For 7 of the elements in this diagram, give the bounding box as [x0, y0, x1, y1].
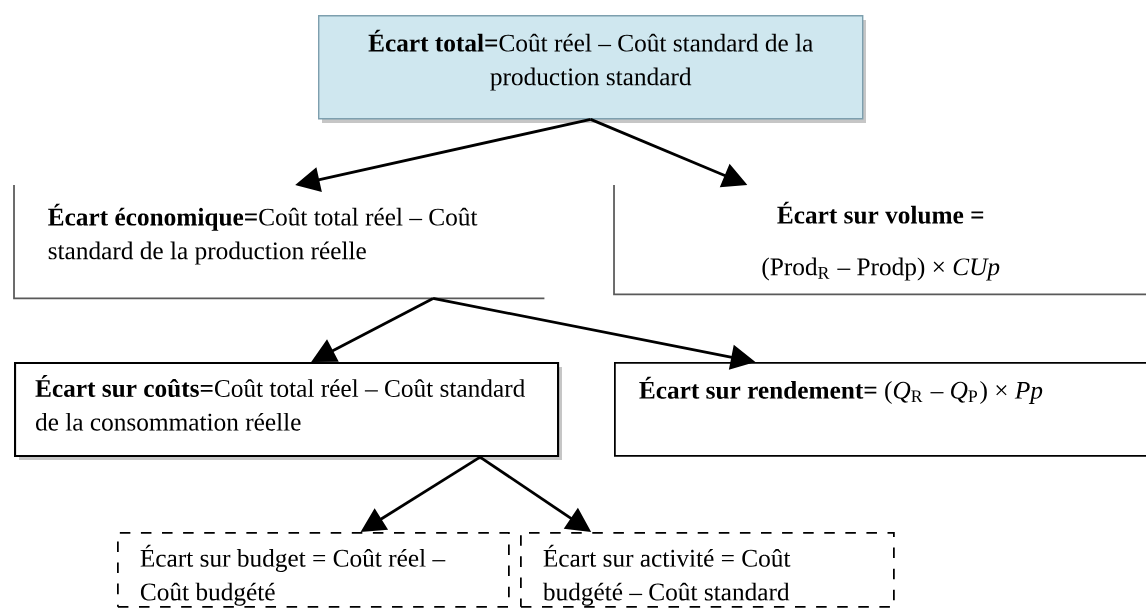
formula-box: Écart total=Coût réel – Coût standard de la production standard: [318, 14, 866, 123]
formula-box: Écart sur volume = (Prod$_{R}$ – Prodp) × CUp: [613, 184, 1146, 296]
formula-box: Écart économique=Coût total réel – Coût standard de la production réelle: [13, 184, 546, 300]
formula-box: Écart sur rendement= (Q$_{R}$ – Q$_{P}$) × Pp: [614, 362, 1146, 457]
formula-box: Écart sur coûts=Coût total réel – Coût standard de la consommation réelle: [14, 362, 562, 460]
formula-box: Écart sur budget = Coût réel – Coût budgété: [117, 532, 510, 608]
formula-box: Écart sur activité = Coût budgété – Coût standard: [520, 532, 895, 608]
